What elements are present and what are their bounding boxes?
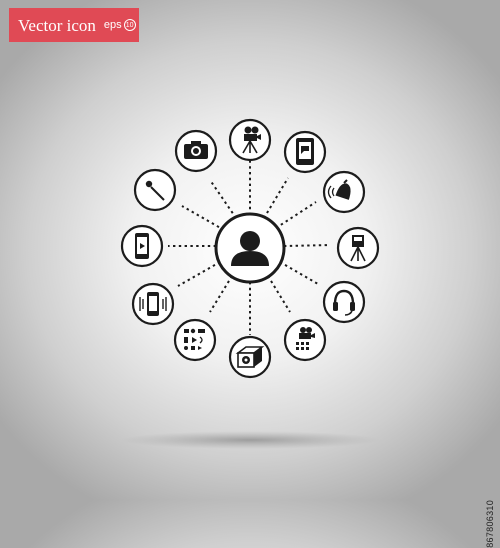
hand-bell-icon	[322, 170, 366, 214]
connector-lines	[168, 160, 331, 335]
connector-line	[279, 261, 319, 285]
security-camera-icon	[228, 335, 272, 379]
version-badge: 10	[123, 19, 136, 31]
vector-icon-banner: Vector icon eps 10	[9, 8, 139, 42]
icon-network-diagram	[120, 118, 380, 449]
tablet-message-icon	[283, 130, 327, 174]
connector-line	[209, 275, 233, 313]
photo-camera-icon	[174, 129, 218, 173]
projector-keypad-icon	[283, 318, 327, 362]
connector-line	[177, 261, 221, 287]
user-icon	[214, 212, 286, 284]
floor-shadow	[120, 431, 380, 449]
connector-line	[263, 177, 289, 219]
banner-format: eps 10	[104, 19, 136, 31]
connector-line	[275, 201, 317, 229]
microphone-icon	[133, 168, 177, 212]
stock-id-label: 867806310	[480, 500, 498, 548]
camera-on-tripod-icon	[336, 226, 380, 270]
multimedia-controls-icon	[173, 318, 217, 362]
connector-line	[209, 179, 237, 219]
connector-line	[283, 244, 331, 247]
phone-video-icon	[120, 224, 164, 268]
stock-id-text: 867806310	[485, 500, 495, 548]
vibrating-phone-icon	[131, 282, 175, 326]
connector-line	[181, 205, 225, 231]
banner-title: Vector icon	[18, 15, 96, 35]
movie-camera-tripod-icon	[228, 118, 272, 162]
headset-icon	[322, 280, 366, 324]
banner-format-label: eps	[103, 18, 122, 31]
connector-line	[267, 275, 291, 313]
